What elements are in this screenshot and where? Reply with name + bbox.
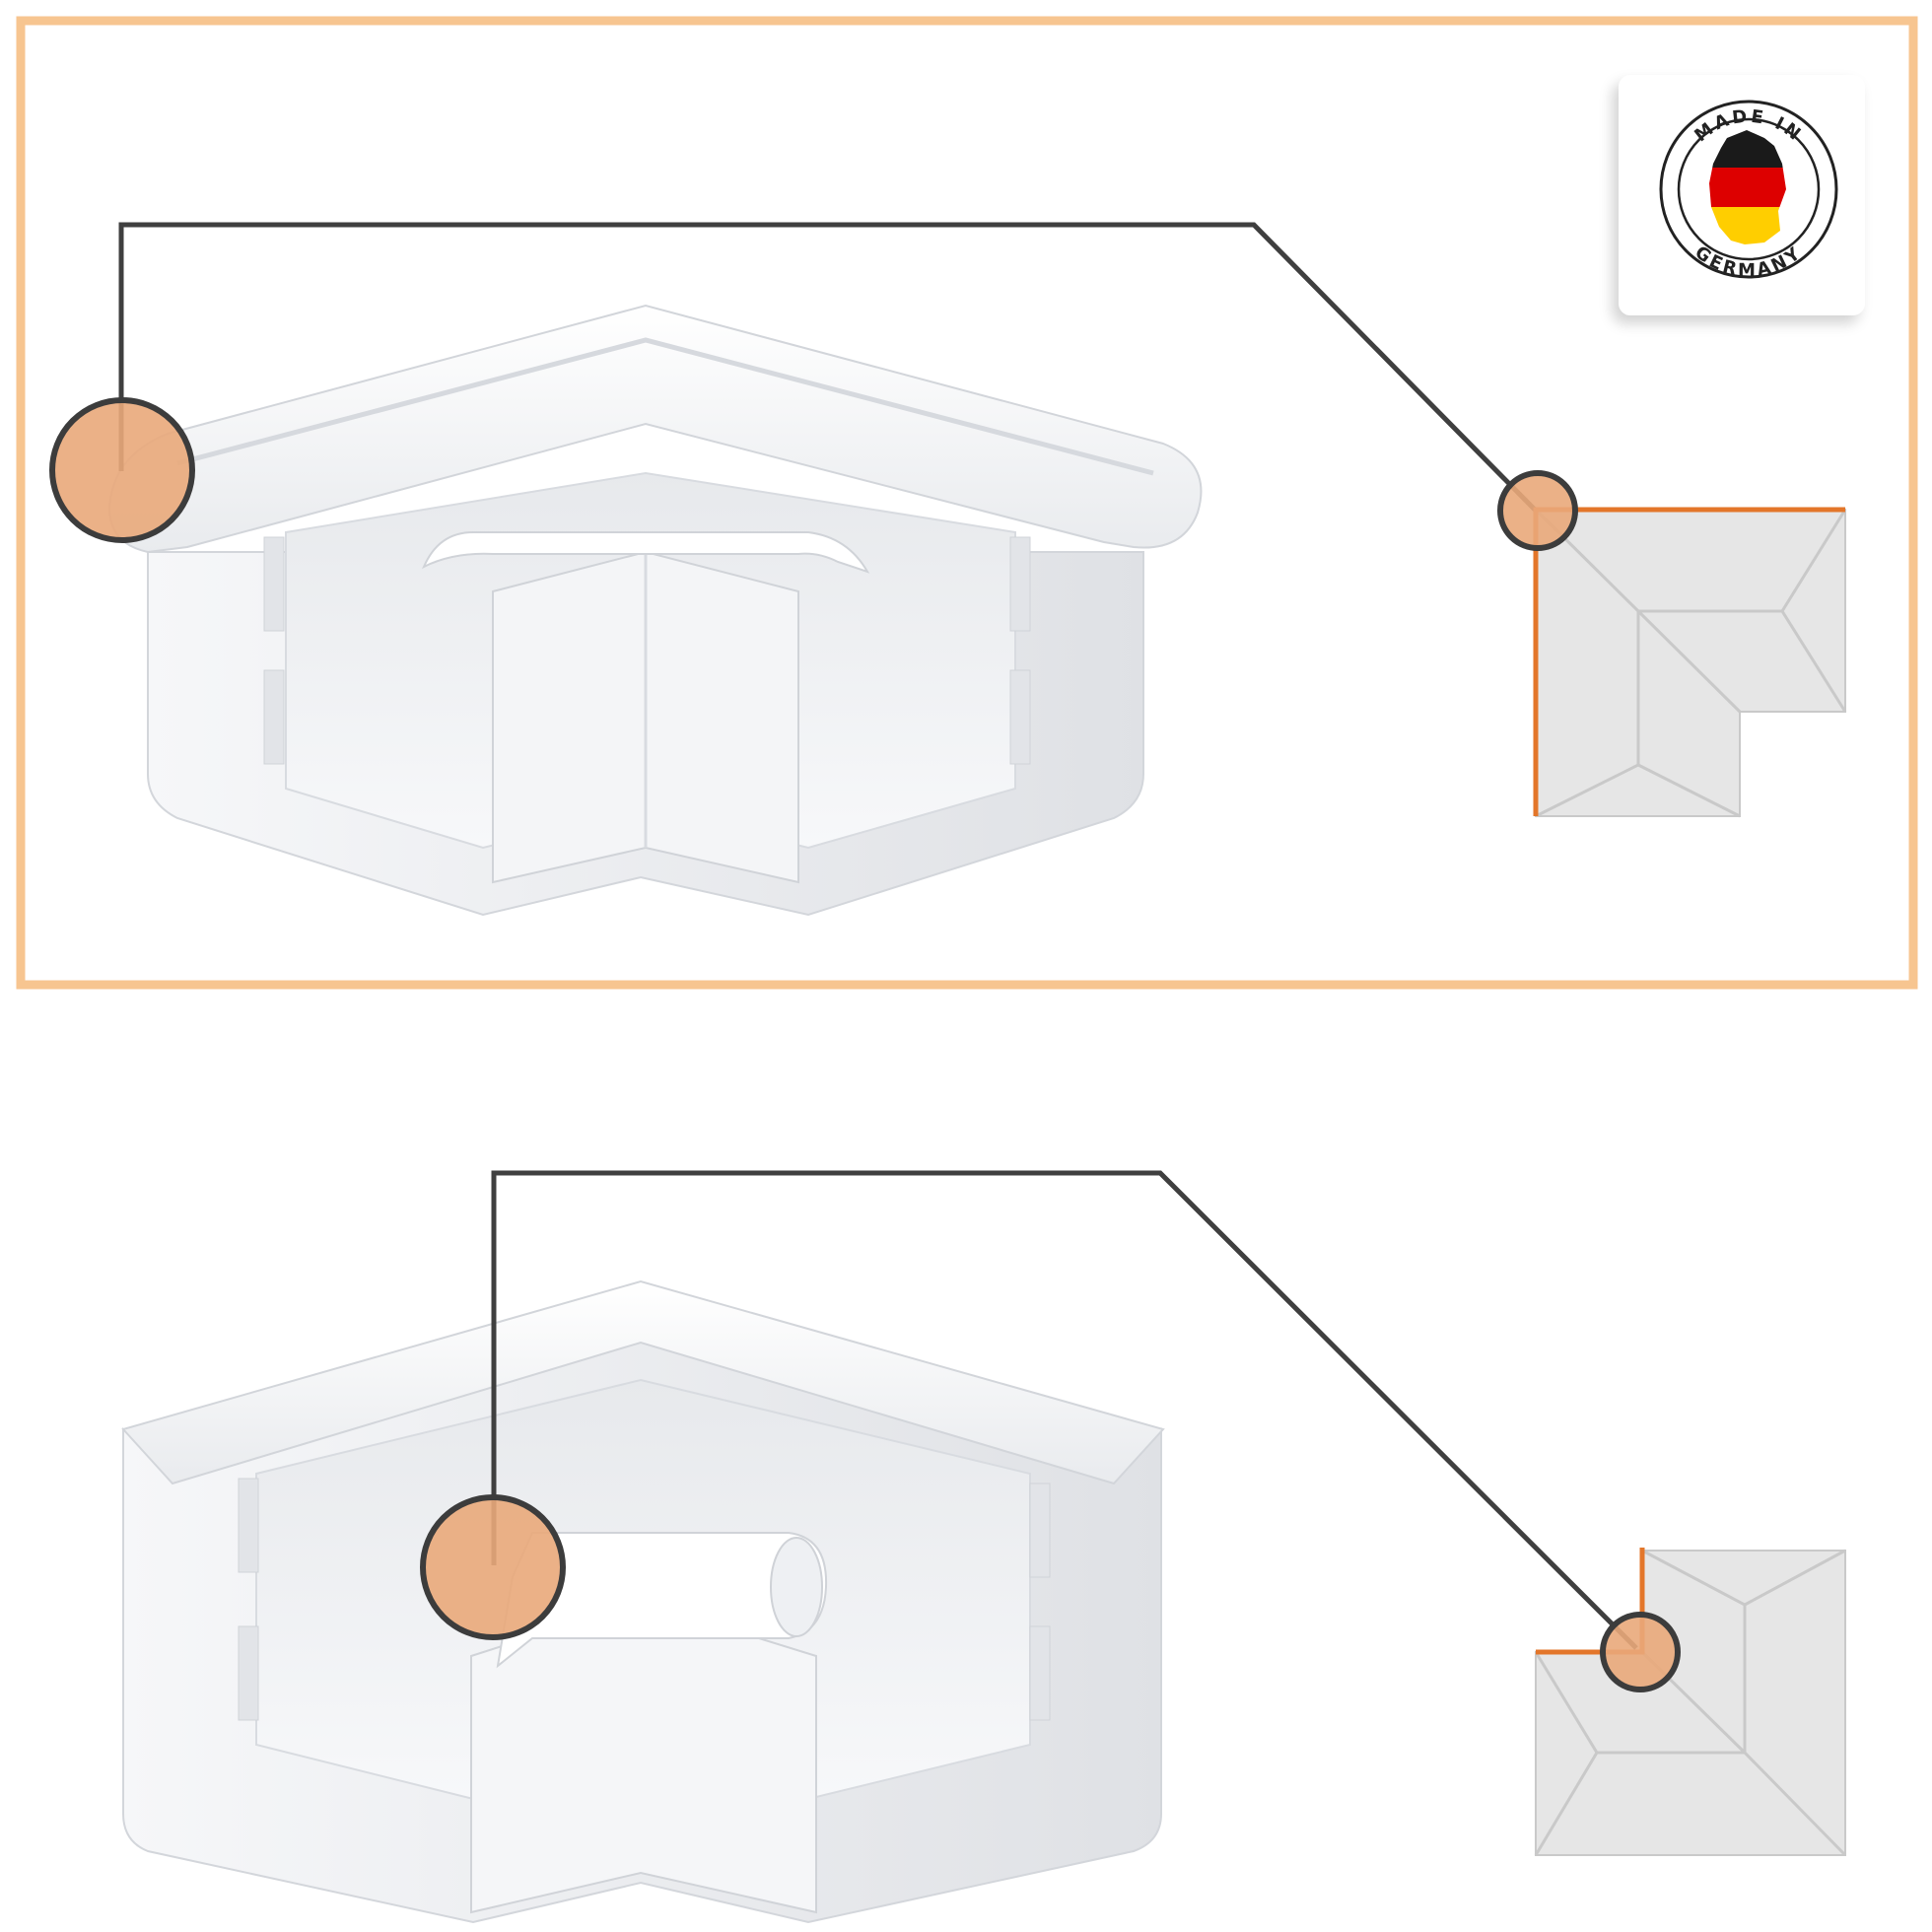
top-panel-frame xyxy=(16,16,1918,990)
bottom-leader-line xyxy=(491,1170,1638,1650)
germany-flag-map-icon: MADE IN GERMANY xyxy=(1659,100,1838,281)
top-leader-line xyxy=(118,222,1540,515)
gutter-outer-corner-image xyxy=(108,304,1203,917)
bottom-bead-marker xyxy=(420,1494,566,1640)
badge-line-germany: GERMANY xyxy=(1690,242,1803,281)
gutter-inner-corner-image xyxy=(121,1279,1165,1924)
top-corner-marker xyxy=(1497,470,1578,551)
outer-corner-diagram xyxy=(1533,507,1847,818)
bottom-corner-marker xyxy=(1600,1612,1681,1692)
top-bead-marker xyxy=(49,397,195,543)
svg-text:GERMANY: GERMANY xyxy=(1690,242,1806,281)
made-in-germany-badge: MADE IN GERMANY xyxy=(1619,75,1865,315)
